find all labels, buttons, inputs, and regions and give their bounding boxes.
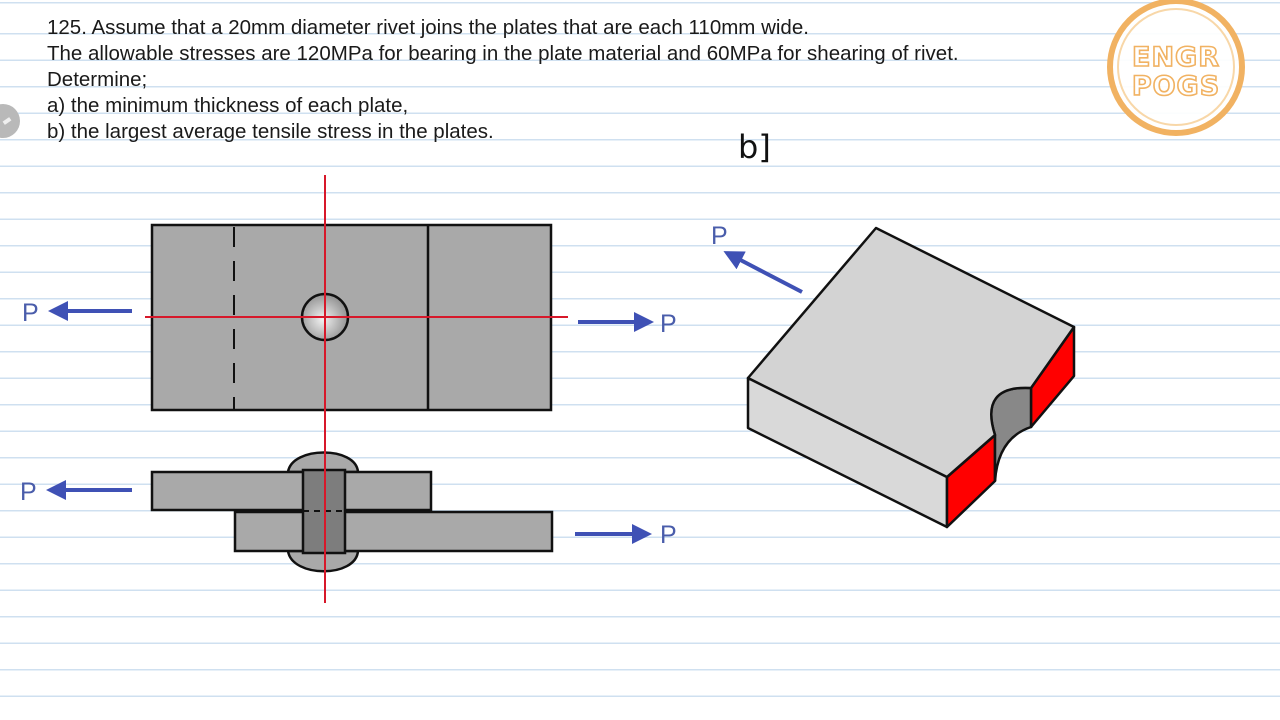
upper-plate-side bbox=[150, 470, 433, 512]
lap-joint-side-view bbox=[150, 451, 554, 573]
plate-3d-view: P bbox=[711, 222, 1076, 529]
force-label-right: P bbox=[660, 521, 677, 549]
problem-line-1: 125. Assume that a 20mm diameter rivet j… bbox=[47, 16, 809, 39]
problem-line-2: The allowable stresses are 120MPa for be… bbox=[47, 42, 959, 65]
force-label-left: P bbox=[20, 478, 37, 506]
rivet-hole-surface bbox=[990, 386, 1033, 482]
problem-statement: 125. Assume that a 20mm diameter rivet j… bbox=[47, 15, 959, 145]
logo-text-line-1: ENGR bbox=[1132, 42, 1220, 73]
force-arrows-side-view: P P bbox=[20, 478, 677, 549]
force-arrows-top-view: P P bbox=[22, 299, 677, 338]
rivet-top-head bbox=[286, 451, 360, 474]
force-label-left: P bbox=[22, 299, 39, 327]
problem-line-4: a) the minimum thickness of each plate, bbox=[47, 94, 409, 117]
force-label-3d: P bbox=[711, 222, 728, 250]
logo-inner-ring bbox=[1117, 8, 1235, 126]
side-handle-icon[interactable] bbox=[0, 104, 20, 138]
lower-plate-side bbox=[233, 510, 554, 553]
plate-top-face bbox=[746, 226, 1076, 479]
problem-line-5: b) the largest average tensile stress in… bbox=[47, 120, 494, 143]
engr-pogs-logo: ENGR POGS bbox=[1107, 0, 1245, 136]
logo-text-line-2: POGS bbox=[1132, 71, 1220, 102]
diagonal-arrow-icon bbox=[723, 251, 803, 294]
problem-line-3: Determine; bbox=[47, 68, 148, 91]
logo-ring bbox=[1107, 0, 1245, 136]
rivet-bottom-head bbox=[286, 549, 360, 573]
handwritten-note: b] bbox=[738, 128, 771, 166]
force-label-right: P bbox=[660, 310, 677, 338]
